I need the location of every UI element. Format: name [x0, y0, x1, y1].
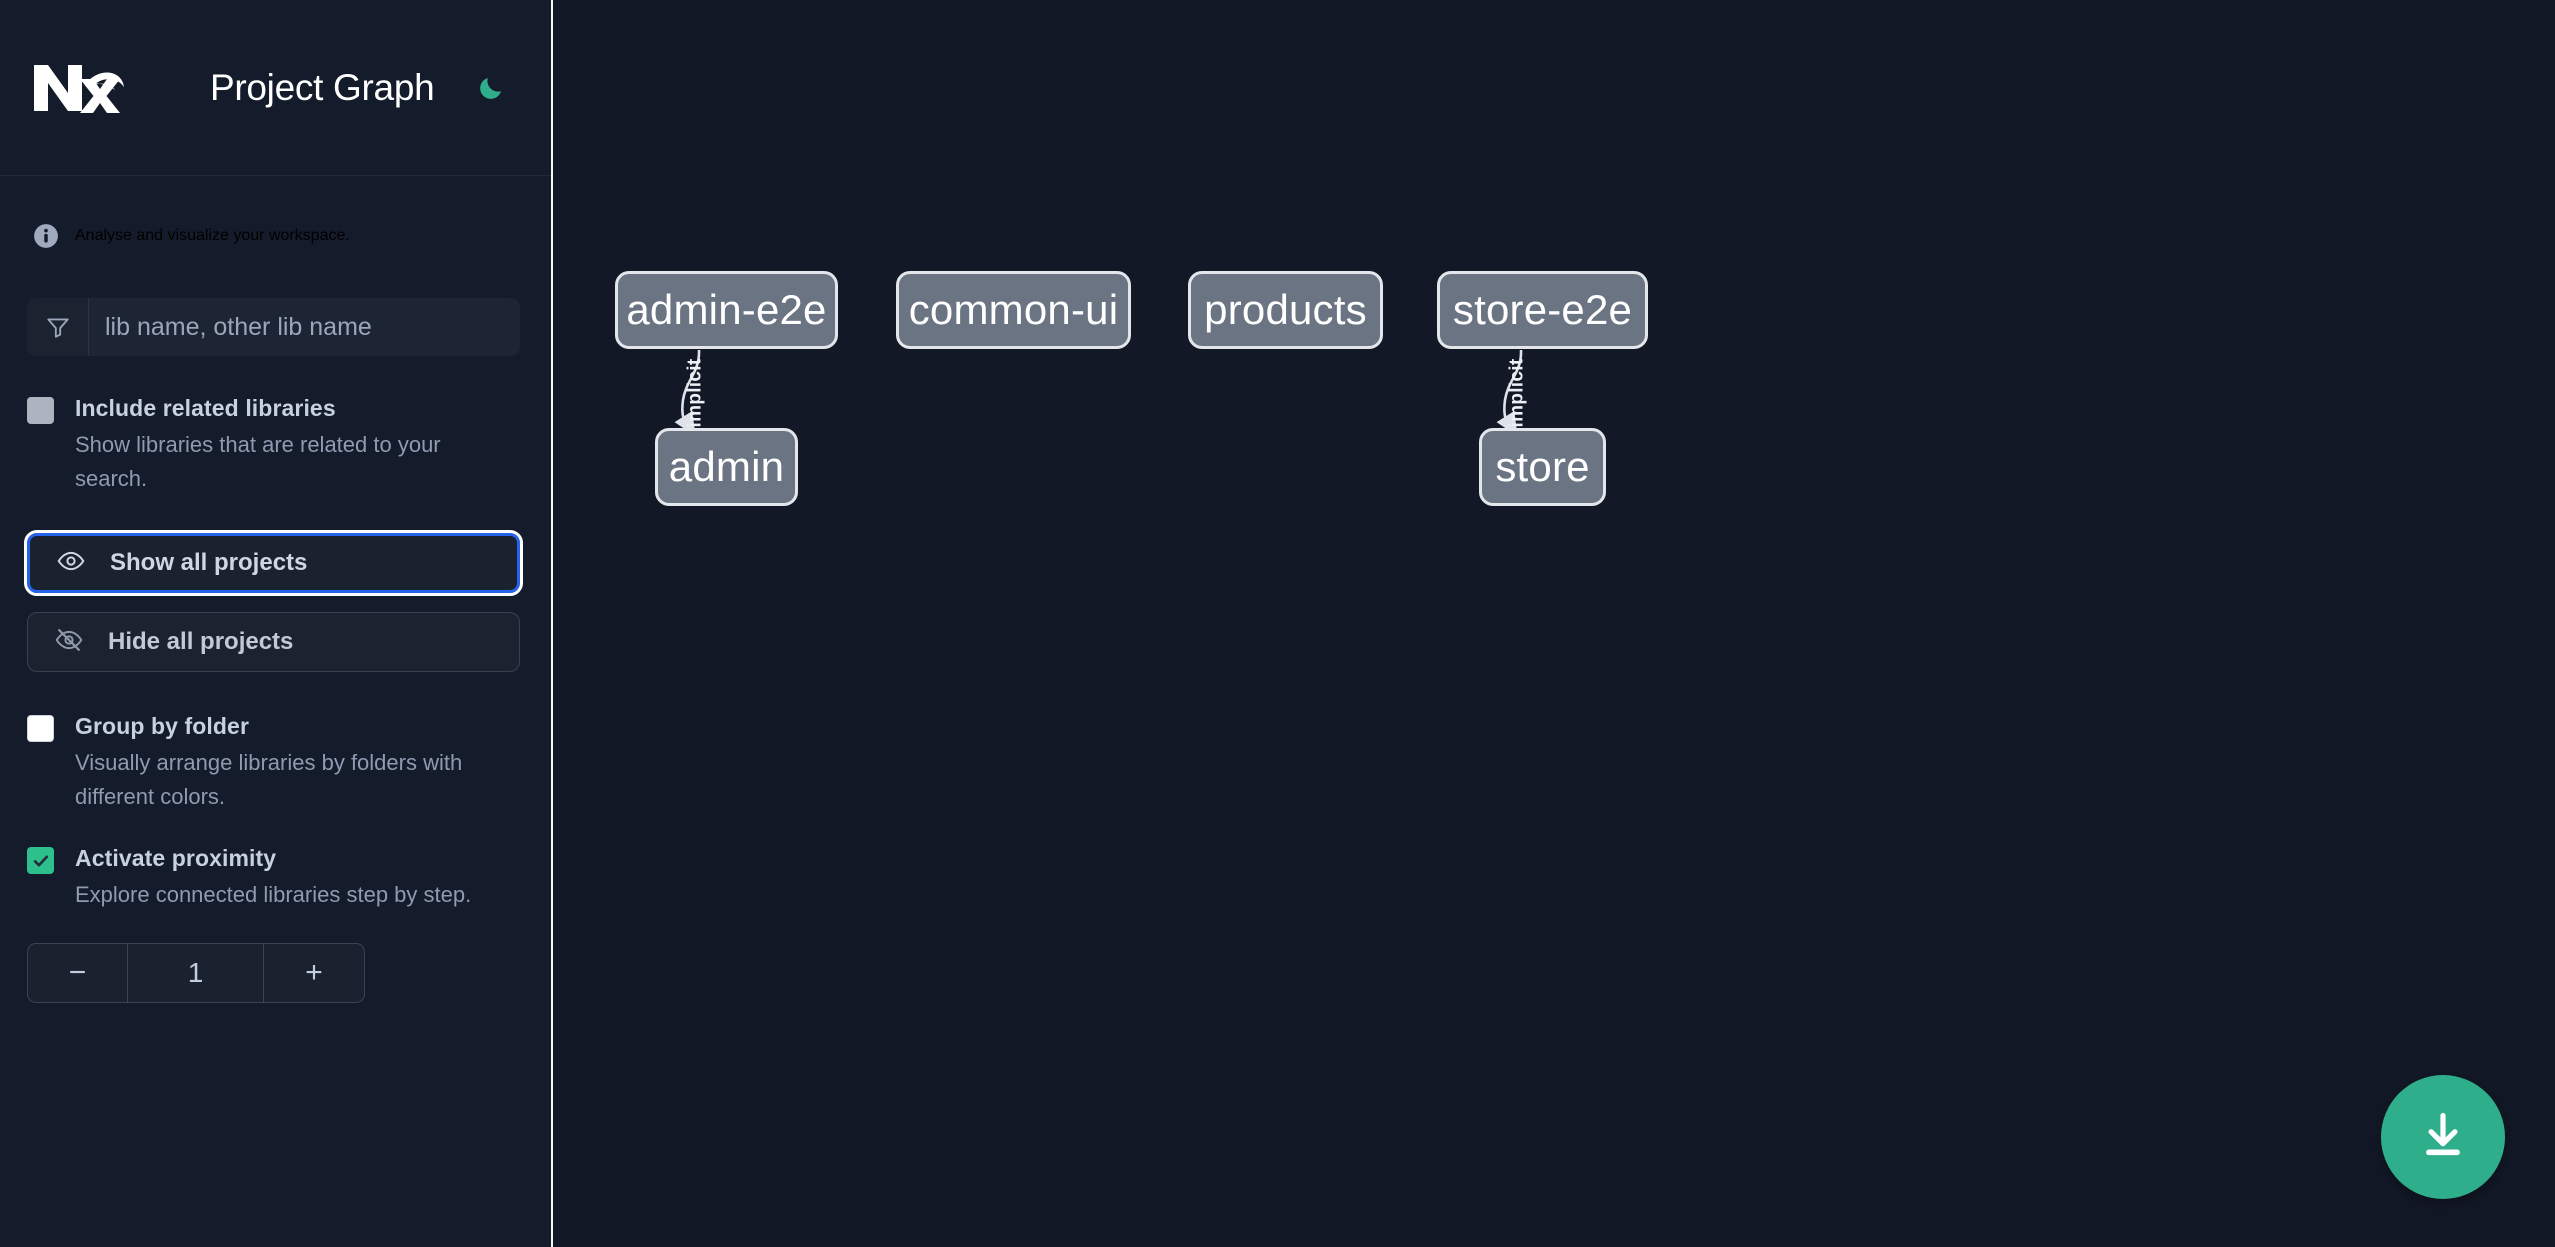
proximity-stepper-wrap: − 1 +	[0, 912, 553, 1003]
sidebar-body: Analyse and visualize your workspace. In…	[0, 176, 553, 1003]
edge-label-admin-implicit: implicit	[684, 358, 706, 428]
stepper-value: 1	[128, 944, 264, 1002]
node-label: common-ui	[908, 286, 1119, 333]
hide-all-projects-button[interactable]: Hide all projects	[27, 612, 520, 672]
tagline: Analyse and visualize your workspace.	[0, 176, 553, 249]
eye-icon	[57, 547, 85, 580]
option-label: Group by folder	[75, 713, 249, 739]
stepper-increment-button[interactable]: +	[305, 956, 323, 989]
eye-off-icon	[55, 626, 83, 659]
moon-icon[interactable]	[470, 67, 512, 109]
node-label: admin	[668, 443, 785, 490]
sidebar-header: Project Graph	[0, 0, 553, 176]
node-label: store	[1495, 443, 1590, 490]
search-box[interactable]	[27, 298, 520, 356]
option-description: Visually arrange libraries by folders wi…	[75, 750, 463, 809]
edge-label-store-implicit: implicit	[1506, 358, 1528, 428]
tagline-text: Analyse and visualize your workspace.	[75, 227, 350, 244]
node-label: products	[1204, 286, 1367, 333]
filter-icon	[27, 298, 89, 356]
graph-node-admin[interactable]: admin	[655, 428, 798, 506]
node-label: admin-e2e	[626, 286, 827, 333]
option-label: Include related libraries	[75, 395, 336, 421]
option-include-related-libraries[interactable]: Include related libraries Show libraries…	[0, 356, 553, 496]
option-activate-proximity[interactable]: Activate proximity Explore connected lib…	[0, 814, 553, 912]
hide-all-projects-label: Hide all projects	[108, 628, 294, 655]
option-group-by-folder[interactable]: Group by folder Visually arrange librari…	[0, 672, 553, 814]
graph-node-common-ui[interactable]: common-ui	[896, 271, 1131, 349]
search-input[interactable]	[89, 298, 520, 356]
info-icon	[33, 223, 59, 249]
download-graph-button[interactable]	[2381, 1075, 2505, 1199]
show-all-projects-label: Show all projects	[110, 549, 308, 576]
checkbox-include-related-libraries[interactable]	[27, 397, 54, 424]
proximity-stepper[interactable]: − 1 +	[27, 943, 365, 1003]
nx-logo-icon	[30, 57, 126, 119]
node-label: store-e2e	[1452, 286, 1633, 333]
option-label: Activate proximity	[75, 845, 277, 871]
checkbox-group-by-folder[interactable]	[27, 715, 54, 742]
graph-edges	[674, 349, 1523, 437]
checkbox-activate-proximity[interactable]	[27, 847, 54, 874]
graph-node-products[interactable]: products	[1188, 271, 1383, 349]
sidebar-scrollbar-track[interactable]	[551, 0, 553, 1247]
graph-canvas[interactable]: admin-e2e common-ui products store-e2e a…	[553, 0, 2555, 1247]
visibility-buttons: Show all projects Hide all projects	[0, 496, 553, 672]
stepper-decrement-button[interactable]: −	[28, 944, 128, 1002]
download-icon	[2417, 1109, 2469, 1166]
sidebar: Project Graph Analyse and visualize your…	[0, 0, 553, 1247]
option-description: Explore connected libraries step by step…	[75, 882, 472, 907]
show-all-projects-button[interactable]: Show all projects	[24, 530, 523, 596]
filter-section	[0, 249, 553, 356]
graph-node-store[interactable]: store	[1479, 428, 1606, 506]
graph-node-admin-e2e[interactable]: admin-e2e	[615, 271, 838, 349]
option-description: Show libraries that are related to your …	[75, 432, 441, 491]
graph-node-store-e2e[interactable]: store-e2e	[1437, 271, 1648, 349]
page-title: Project Graph	[210, 66, 435, 108]
